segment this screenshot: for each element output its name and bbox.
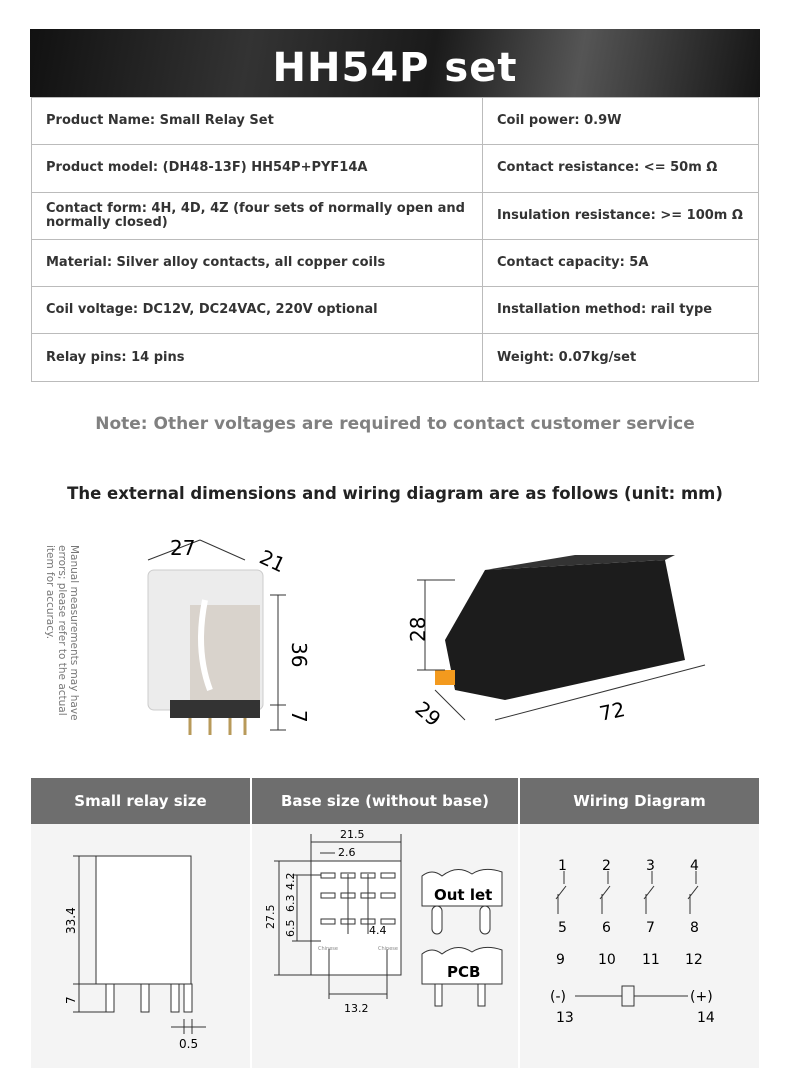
table-row: Coil voltage: DC12V, DC24VAC, 220V optio… [31, 286, 759, 335]
outlet-label: Out let [434, 886, 492, 904]
spec-cell: Contact capacity: 5A [482, 238, 759, 288]
spec-cell: Relay pins: 14 pins [31, 333, 483, 382]
pin-number: 1 [558, 858, 567, 874]
spec-cell: Product model: (DH48-13F) HH54P+PYF14A [31, 144, 483, 193]
pin-number: 10 [598, 952, 616, 968]
dim-label: 4.2 [284, 873, 297, 891]
dim-label: 33.4 [64, 907, 78, 934]
pin-number: 12 [685, 952, 703, 968]
header-banner: HH54P set [30, 29, 760, 97]
spec-cell: Weight: 0.07kg/set [482, 333, 759, 382]
pin-number: 3 [646, 858, 655, 874]
pin-number: 8 [690, 920, 699, 936]
base-size-panel: Base size (without base) 21.5 2.6 27.5 4… [252, 778, 518, 1068]
spec-cell: Contact resistance: <= 50m Ω [482, 144, 759, 193]
dim-label: 21.5 [340, 828, 365, 841]
wiring-diagram: 1 2 3 4 5 6 7 8 9 10 11 12 (-) (+) 13 14 [550, 858, 715, 1026]
dim-label: 27 [170, 536, 195, 560]
pin-number: 2 [602, 858, 611, 874]
dim-label: 36 [287, 642, 311, 667]
pin-number: 5 [558, 920, 567, 936]
page-title: HH54P set [272, 45, 518, 91]
dim-label: 27.5 [264, 905, 277, 930]
pin-number: 11 [642, 952, 660, 968]
pin-number: 14 [697, 1010, 715, 1026]
wiring-panel: Wiring Diagram 1 2 3 4 5 6 7 8 9 10 11 1… [520, 778, 759, 1068]
relay-size-panel: Small relay size 33.4 7 0.5 [31, 778, 250, 1068]
dim-label: 72 [597, 697, 627, 726]
table-row: Material: Silver alloy contacts, all cop… [31, 238, 759, 288]
panel-title: Wiring Diagram [520, 778, 759, 824]
disclaimer-text: Manual measurements may have errors; ple… [44, 545, 80, 721]
coil-minus: (-) [550, 989, 566, 1005]
section-subtitle: The external dimensions and wiring diagr… [67, 484, 723, 503]
note-text: Note: Other voltages are required to con… [95, 414, 695, 434]
spec-cell: Material: Silver alloy contacts, all cop… [31, 238, 483, 288]
panel-title: Small relay size [31, 778, 250, 824]
spec-cell: Insulation resistance: >= 100m Ω [482, 191, 759, 240]
dim-label: 6.5 [284, 920, 297, 938]
pin-number: 9 [556, 952, 565, 968]
pcb-label: PCB [447, 963, 480, 981]
pin-number: 13 [556, 1010, 574, 1026]
spec-cell: Coil power: 0.9W [482, 96, 759, 146]
base-mark: Chinese [318, 946, 338, 952]
pin-number: 7 [646, 920, 655, 936]
dim-label: 7 [287, 710, 311, 723]
spec-cell: Coil voltage: DC12V, DC24VAC, 220V optio… [31, 286, 483, 335]
base-mark: Chinese [378, 946, 398, 952]
dim-label: 2.6 [338, 846, 356, 859]
pin-number: 6 [602, 920, 611, 936]
dim-label: 6.3 [284, 895, 297, 913]
table-row: Contact form: 4H, 4D, 4Z (four sets of n… [31, 191, 759, 240]
dim-label: 29 [411, 696, 446, 731]
coil-plus: (+) [690, 989, 713, 1005]
dim-label: 0.5 [179, 1037, 198, 1051]
pin-number: 4 [690, 858, 699, 874]
spec-cell: Installation method: rail type [482, 286, 759, 335]
panel-title: Base size (without base) [252, 778, 518, 824]
dim-label: 13.2 [344, 1002, 369, 1015]
spec-cell: Product Name: Small Relay Set [31, 96, 483, 146]
base-photo: 28 29 72 [406, 555, 706, 731]
relay-photo: 27 21 36 7 [147, 536, 311, 735]
dim-label: 28 [406, 617, 430, 642]
dim-label: 4.4 [369, 924, 387, 937]
spec-cell: Contact form: 4H, 4D, 4Z (four sets of n… [31, 191, 483, 240]
dim-label: 7 [64, 996, 78, 1004]
